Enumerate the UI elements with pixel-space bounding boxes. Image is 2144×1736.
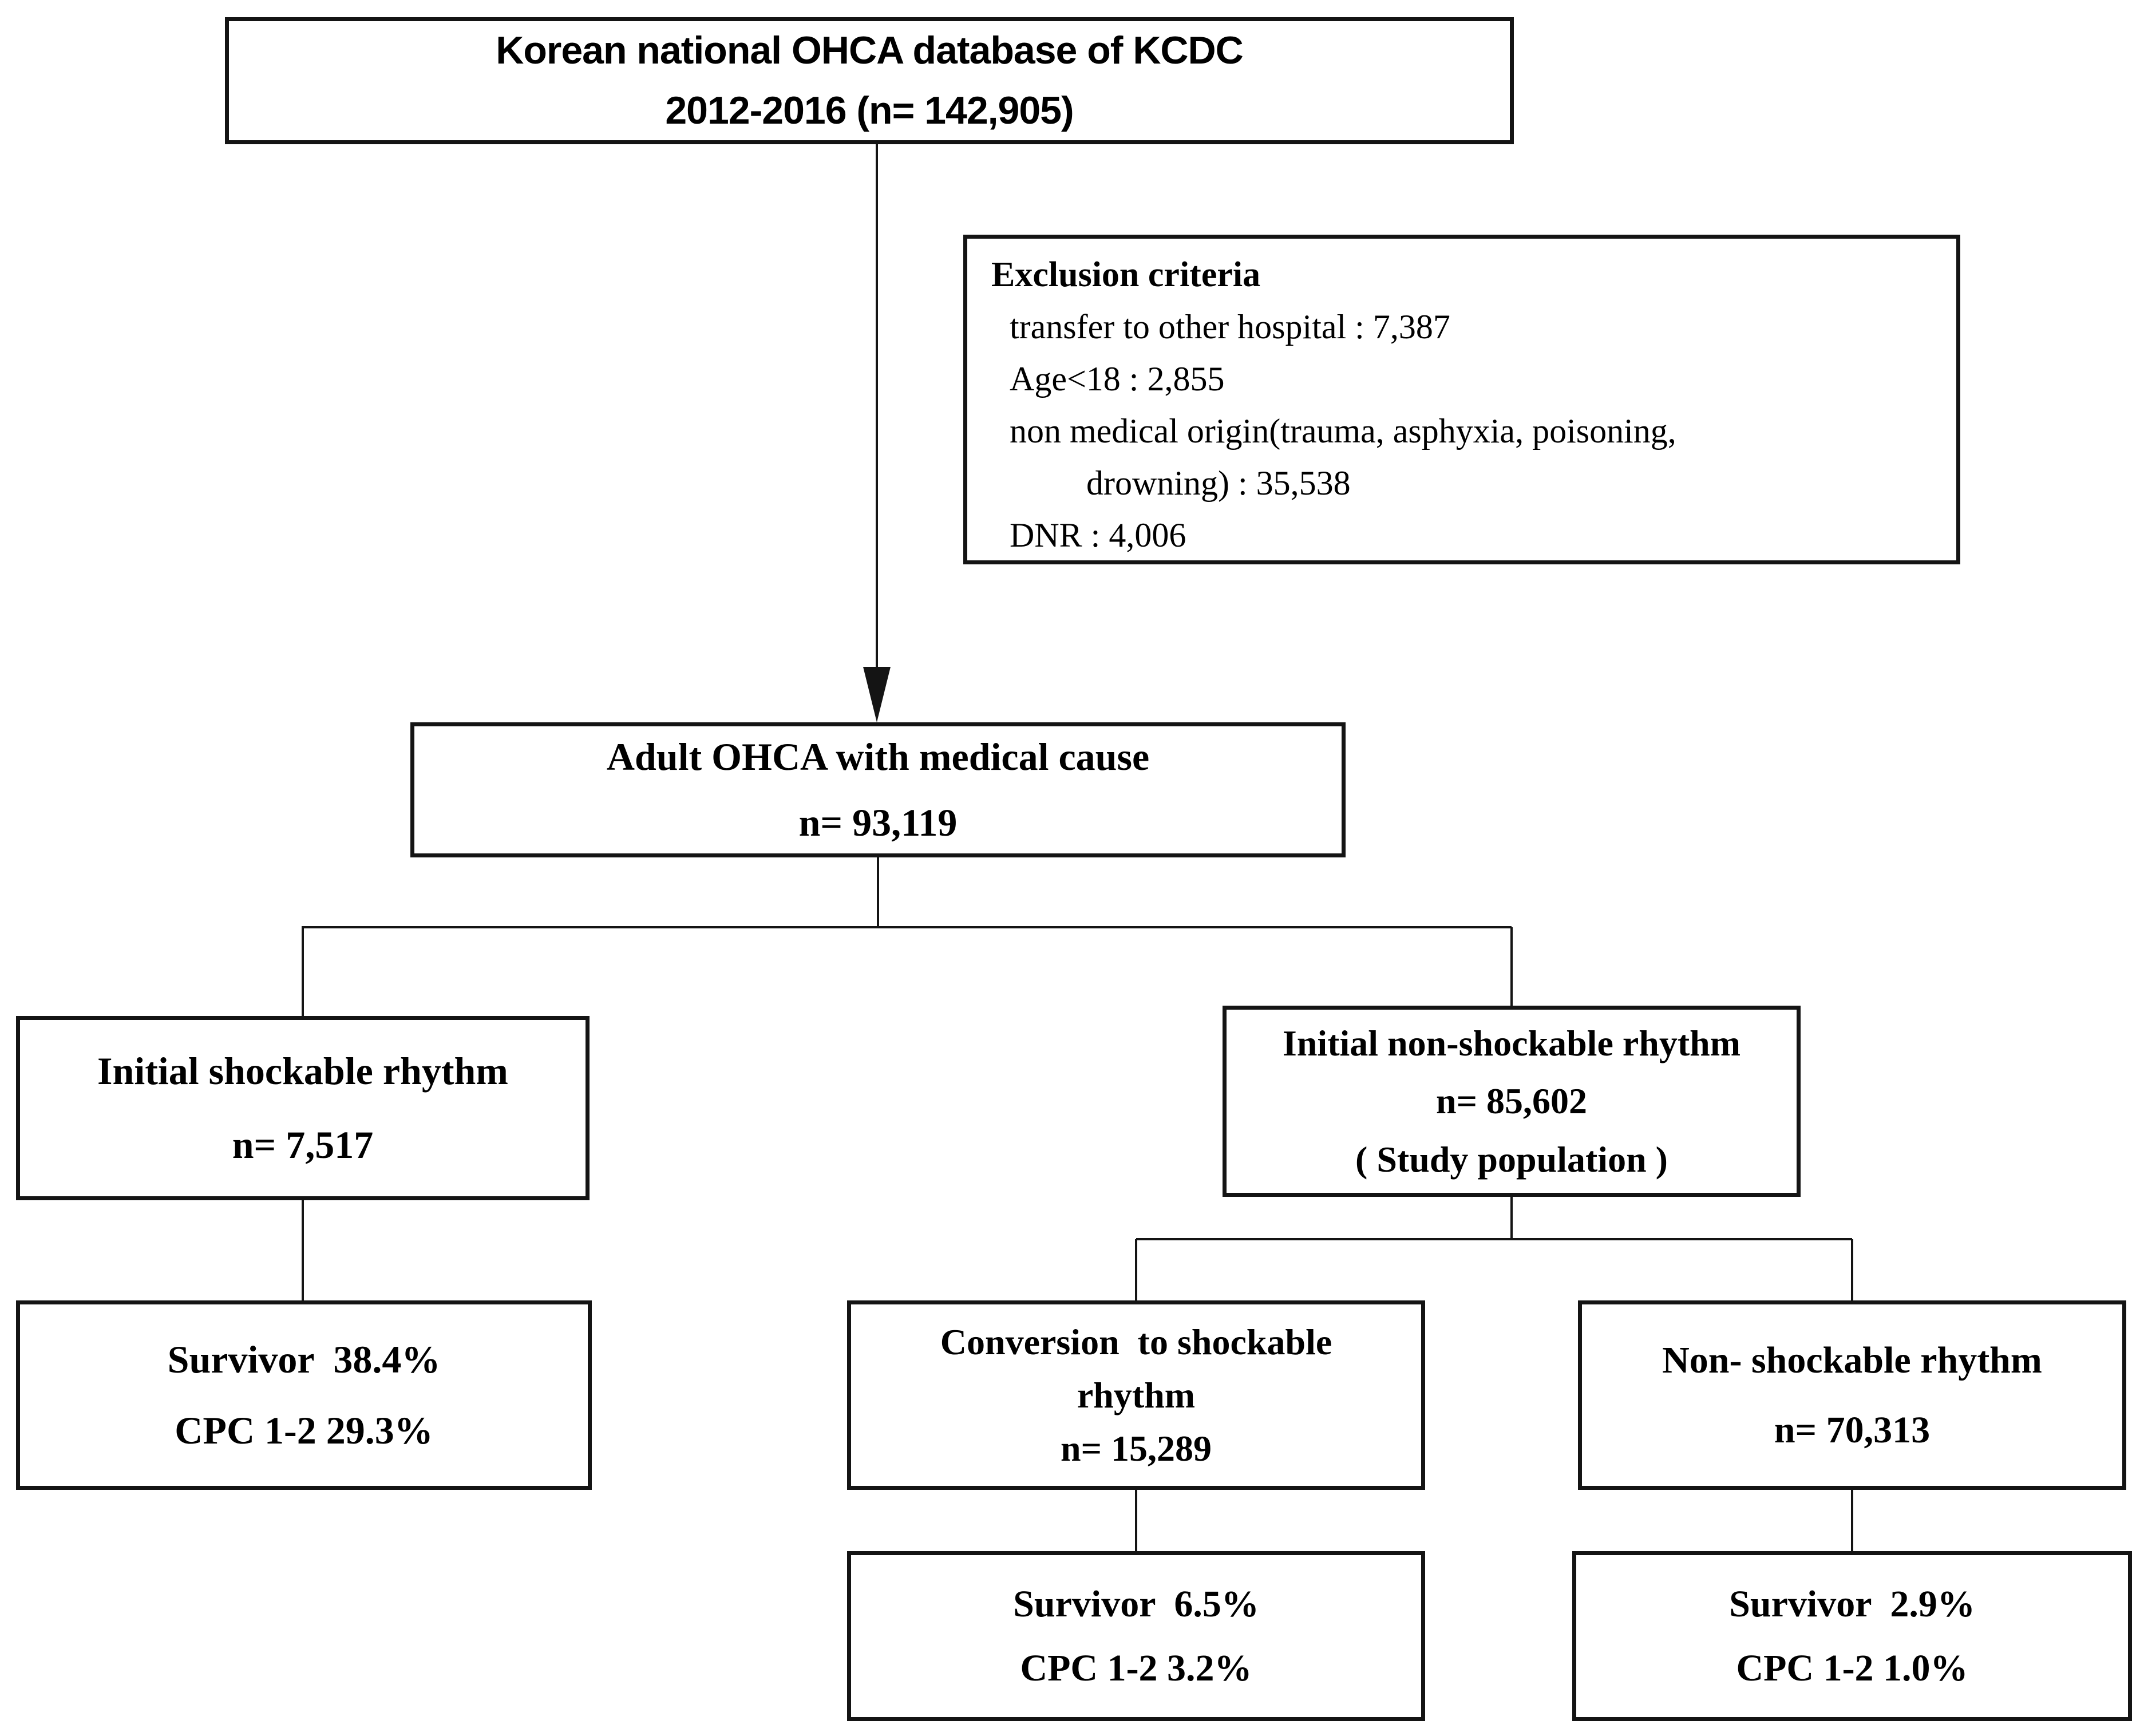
node-database-line-1: Korean national OHCA database of KCDC: [496, 28, 1244, 72]
exclusion-item-dnr: DNR : 4,006: [1010, 516, 1186, 554]
exclusion-item-drowning: drowning) : 35,538: [1086, 464, 1351, 502]
node-adult-ohca: Adult OHCA with medical cause n= 93,119: [410, 722, 1346, 857]
node-initial-nonshockable: Initial non-shockable rhythm n= 85,602 (…: [1223, 1006, 1801, 1197]
node-initial-nonshockable-note: ( Study population ): [1355, 1138, 1668, 1180]
node-initial-nonshockable-line-1: Initial non-shockable rhythm: [1282, 1023, 1741, 1064]
node-conversion-line-1: Conversion to shockable: [940, 1321, 1332, 1362]
node-nonshockable-rhythm: Non- shockable rhythm n= 70,313: [1578, 1300, 2126, 1490]
survivor-conversion-rate: Survivor 6.5%: [1013, 1583, 1259, 1626]
survivor-shockable-rate: Survivor 38.4%: [167, 1338, 441, 1382]
survivor-nonshock-rate: Survivor 2.9%: [1729, 1583, 1975, 1626]
node-survivor-shockable: Survivor 38.4% CPC 1-2 29.3%: [16, 1300, 592, 1490]
node-survivor-nonshock: Survivor 2.9% CPC 1-2 1.0%: [1572, 1551, 2132, 1721]
node-database-line-2: 2012-2016 (n= 142,905): [665, 89, 1074, 132]
node-initial-nonshockable-count: n= 85,602: [1435, 1081, 1588, 1122]
node-adult-ohca-line-1: Adult OHCA with medical cause: [606, 734, 1150, 778]
exclusion-item-age: Age<18 : 2,855: [1010, 360, 1225, 398]
node-nonshockable-rhythm-line-1: Non- shockable rhythm: [1662, 1339, 2042, 1382]
node-database: Korean national OHCA database of KCDC 20…: [225, 17, 1514, 144]
node-initial-shockable-count: n= 7,517: [232, 1123, 374, 1166]
survivor-conversion-cpc: CPC 1-2 3.2%: [1020, 1647, 1252, 1689]
survivor-nonshock-cpc: CPC 1-2 1.0%: [1736, 1647, 1968, 1689]
node-conversion-line-2: rhythm: [1077, 1374, 1196, 1415]
node-conversion-shockable: Conversion to shockable rhythm n= 15,289: [847, 1300, 1425, 1490]
node-initial-shockable: Initial shockable rhythm n= 7,517: [16, 1016, 590, 1200]
survivor-shockable-cpc: CPC 1-2 29.3%: [175, 1408, 433, 1452]
exclusion-title: Exclusion criteria: [991, 255, 1261, 294]
arrowhead-down-icon: [863, 667, 891, 722]
node-adult-ohca-count: n= 93,119: [798, 801, 958, 844]
node-exclusion-criteria: Exclusion criteria transfer to other hos…: [963, 235, 1960, 564]
exclusion-item-transfer: transfer to other hospital : 7,387: [1010, 308, 1450, 346]
node-initial-shockable-line-1: Initial shockable rhythm: [97, 1049, 508, 1093]
exclusion-item-nonmedical: non medical origin(trauma, asphyxia, poi…: [1010, 412, 1676, 450]
node-nonshockable-rhythm-count: n= 70,313: [1774, 1409, 1931, 1451]
node-survivor-conversion: Survivor 6.5% CPC 1-2 3.2%: [847, 1551, 1425, 1721]
node-conversion-count: n= 15,289: [1060, 1428, 1212, 1469]
